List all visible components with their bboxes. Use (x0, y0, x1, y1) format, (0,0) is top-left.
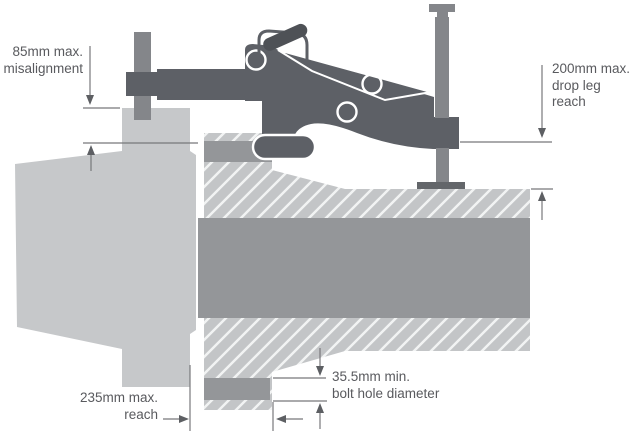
drop-leg (417, 4, 465, 189)
dimension-misalignment (83, 46, 198, 171)
pivot-hole-front (245, 49, 267, 71)
drawbar-eye-section (198, 133, 530, 410)
drop-leg-reach-label-line3: reach (552, 94, 586, 109)
dimension-reach (163, 365, 303, 431)
release-handle (263, 23, 308, 51)
drop-leg-foot (417, 182, 465, 189)
towing-vehicle-section (15, 108, 196, 387)
bolt-hole (204, 378, 270, 400)
drop-leg-neck (437, 12, 448, 18)
dimension-drop-leg-reach (460, 65, 553, 220)
misalignment-label: 85mm max. misalignment (3, 44, 83, 77)
drop-leg-reach-label-line2: drop leg (552, 77, 601, 93)
reach-label: 235mm max. reach (80, 390, 158, 423)
drop-leg-cap (429, 4, 455, 12)
hook-arm-outer (157, 69, 245, 100)
arrow-down-head (538, 128, 546, 138)
body-hole (336, 101, 358, 123)
hook-body (245, 44, 459, 160)
dimension-bolt-hole (273, 348, 327, 429)
arrow-down-head (316, 366, 324, 376)
drop-leg-reach-label-line1: 200mm max. (552, 61, 631, 76)
arrow-right-head (179, 415, 189, 423)
arrow-up-head (87, 145, 95, 155)
latch-hole (361, 73, 383, 95)
misalignment-label-line1: 85mm max. (12, 44, 83, 59)
reach-label-line1: 235mm max. (79, 390, 158, 405)
hook-jaw (251, 133, 317, 161)
reach-label-line2: reach (124, 406, 158, 422)
misalignment-label-line2: misalignment (3, 60, 83, 76)
bolt-hole-label-line2: bolt hole diameter (332, 385, 440, 401)
drawbar-hollow-core (198, 218, 530, 318)
arrow-up-head (316, 403, 324, 413)
drop-leg-reach-label: 200mm max. drop leg reach (552, 61, 630, 111)
drop-leg-upper-column (435, 17, 449, 118)
vehicle-rear-body (15, 151, 196, 387)
bolt-hole-label: 35.5mm min. bolt hole diameter (332, 369, 439, 402)
arrow-down-head (86, 95, 94, 105)
drop-leg-lower-column (436, 148, 449, 184)
bolt-hole-label-line1: 35.5mm min. (332, 369, 411, 384)
arrow-left-head (276, 415, 286, 423)
coupling-mount-block (122, 108, 190, 154)
hook-arm-inner (126, 72, 157, 96)
pintle-hook (126, 23, 459, 161)
arrow-up-head (538, 191, 546, 201)
